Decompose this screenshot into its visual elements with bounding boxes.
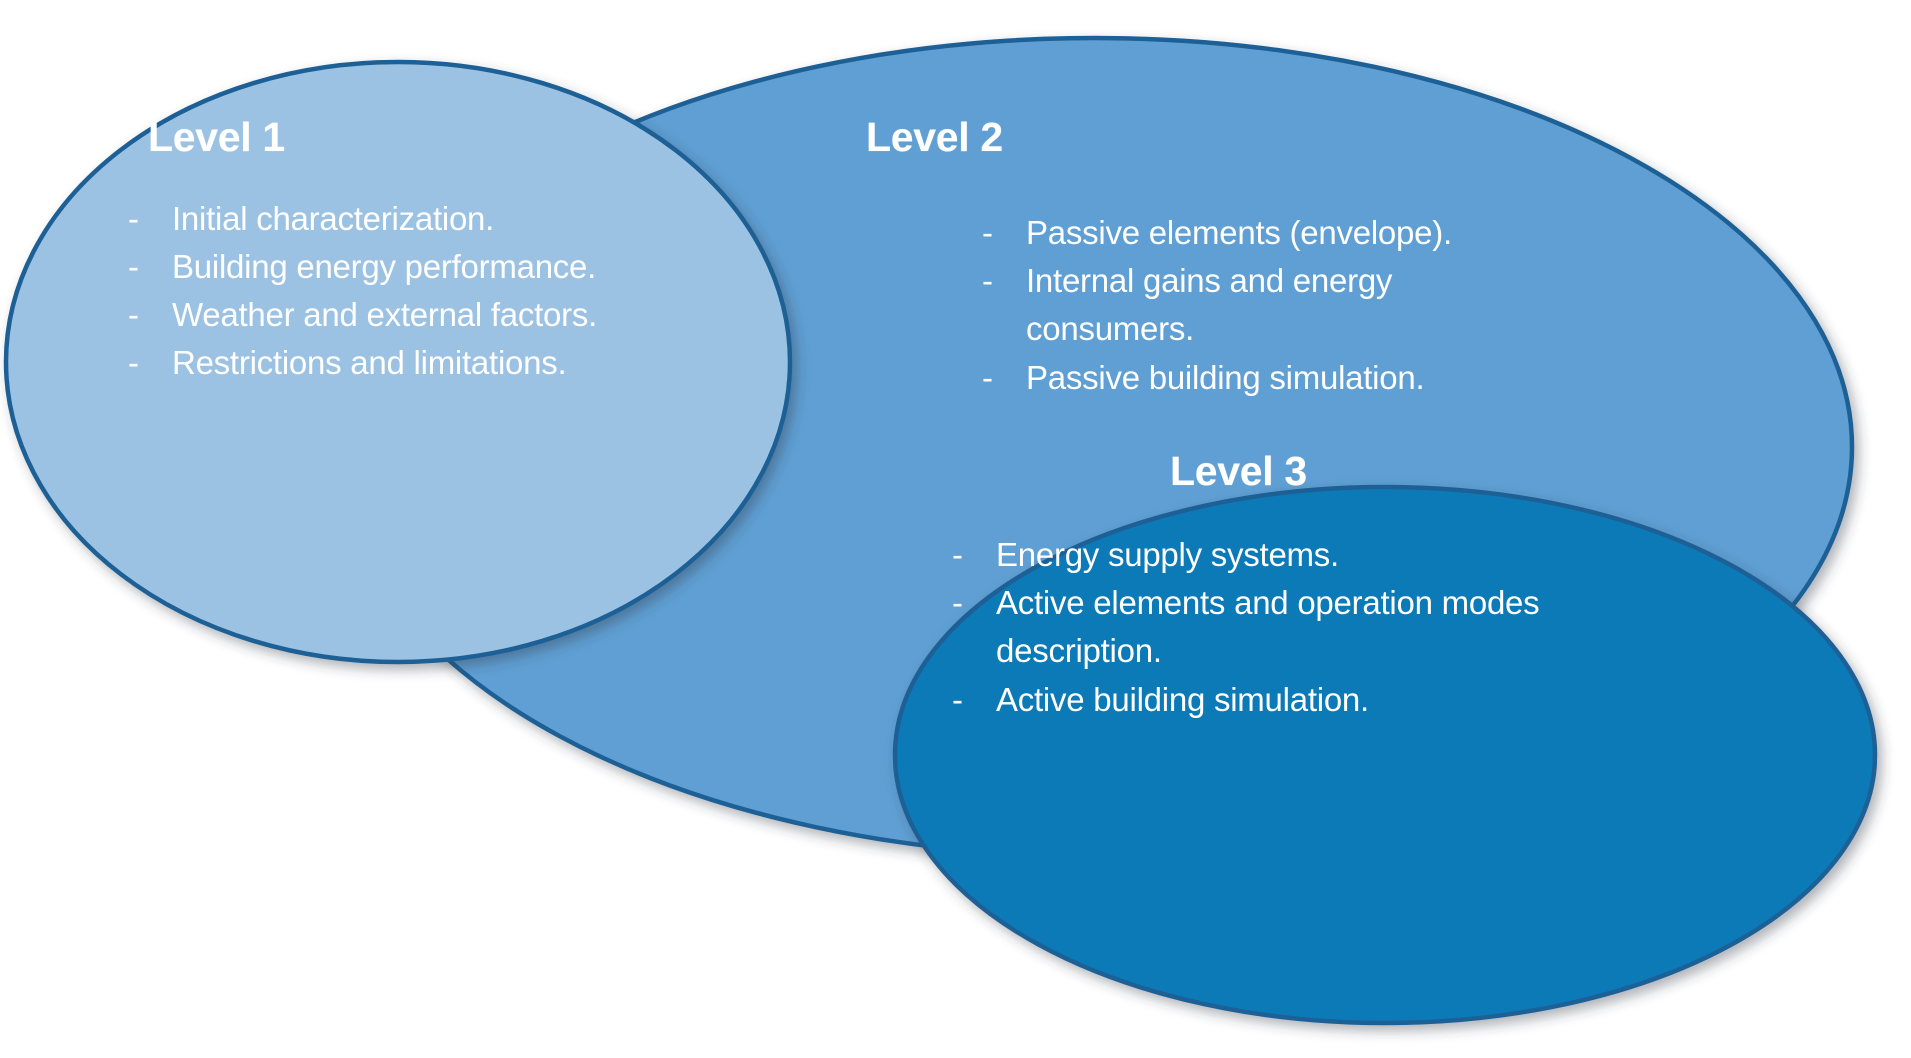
bullet-dash: -: [128, 296, 139, 334]
bullet-dash: -: [982, 358, 993, 396]
list-item-text: Initial characterization.: [172, 200, 495, 238]
bullet-dash: -: [952, 584, 963, 622]
bullet-dash: -: [128, 200, 139, 238]
list-item-text: Active elements and operation modes desc…: [996, 584, 1540, 670]
level-1-ellipse: [3, 59, 793, 665]
list-item: - Internal gains and energy consumers.: [982, 257, 1526, 353]
list-item-text: Active building simulation.: [996, 680, 1369, 718]
bullet-dash: -: [952, 536, 963, 574]
bullet-dash: -: [952, 680, 963, 718]
list-item: - Restrictions and limitations.: [128, 339, 688, 387]
level-3-title: Level 3: [1170, 448, 1307, 494]
list-item-text: Passive elements (envelope).: [1026, 214, 1452, 252]
list-item-text: Building energy performance.: [172, 248, 597, 286]
level-2-list: - Passive elements (envelope). - Interna…: [982, 209, 1526, 402]
level-3-ellipse: [892, 484, 1878, 1026]
level-3-list: - Energy supply systems. - Active elemen…: [952, 531, 1652, 724]
bullet-dash: -: [128, 248, 139, 286]
list-item: - Energy supply systems.: [952, 531, 1652, 579]
level-3-group: Level 3 - Energy supply systems. - Activ…: [952, 448, 1652, 724]
list-item: - Active elements and operation modes de…: [952, 579, 1652, 675]
list-item: - Passive elements (envelope).: [982, 209, 1526, 257]
list-item: - Initial characterization.: [128, 195, 688, 243]
level-1-title: Level 1: [148, 114, 285, 160]
list-item-text: Restrictions and limitations.: [172, 344, 567, 382]
list-item-text: Weather and external factors.: [172, 296, 598, 334]
list-item: - Passive building simulation.: [982, 354, 1526, 402]
level-1-list: - Initial characterization. - Building e…: [128, 195, 688, 387]
list-item-text: Energy supply systems.: [996, 536, 1339, 574]
list-item: - Building energy performance.: [128, 243, 688, 291]
bullet-dash: -: [982, 214, 993, 252]
list-item: - Active building simulation.: [952, 676, 1652, 724]
list-item-text: Passive building simulation.: [1026, 358, 1425, 396]
level-2-title: Level 2: [866, 114, 1003, 160]
list-item-text: Internal gains and energy consumers.: [1026, 262, 1393, 348]
bullet-dash: -: [982, 262, 993, 300]
level-1-group: Level 1 - Initial characterization. - Bu…: [128, 114, 688, 387]
level-2-group: Level 2 - Passive elements (envelope). -…: [866, 114, 1526, 402]
bullet-dash: -: [128, 344, 139, 382]
list-item: - Weather and external factors.: [128, 291, 688, 339]
